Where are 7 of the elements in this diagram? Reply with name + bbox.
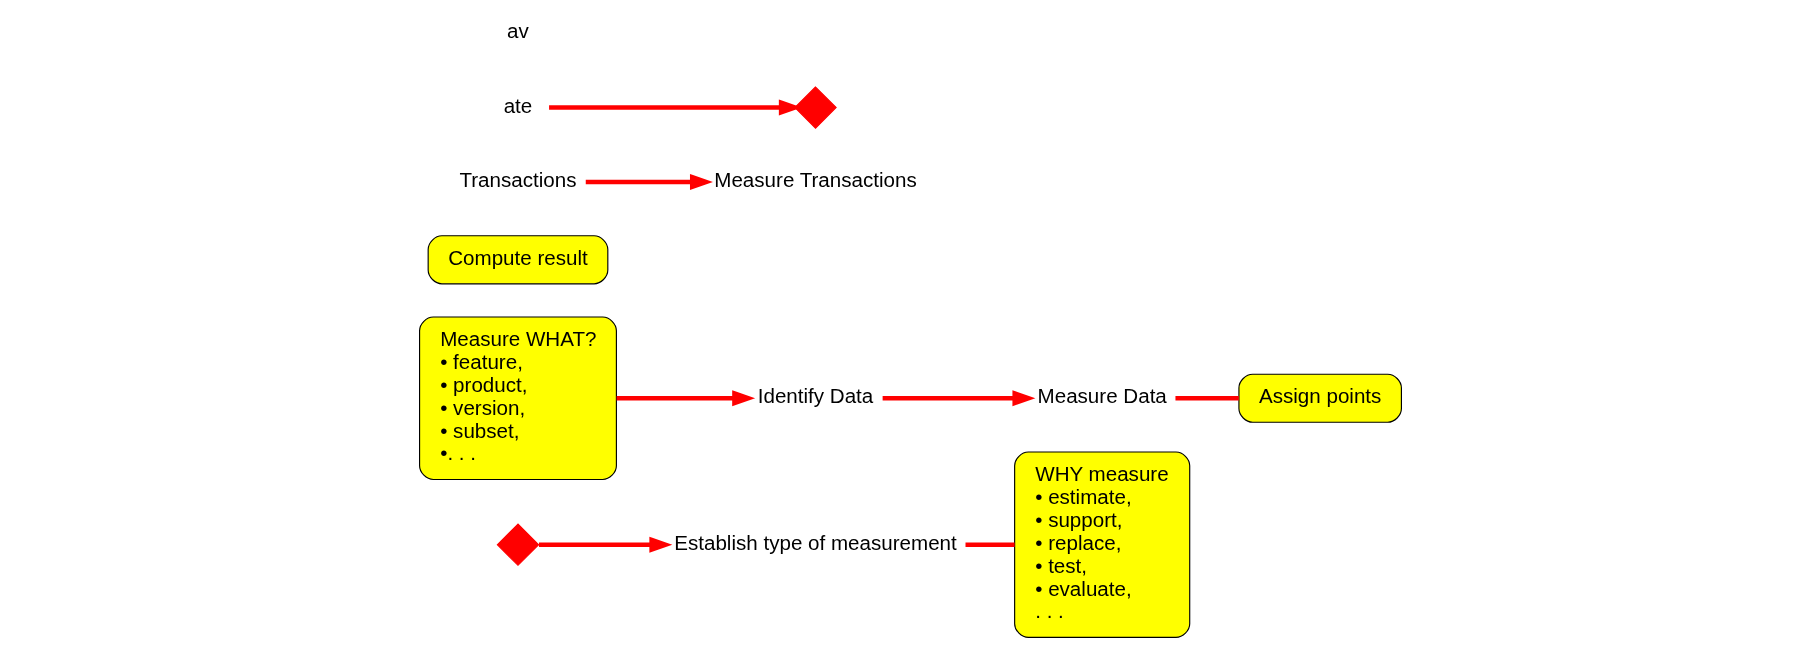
- node-text: ate: [503, 93, 532, 117]
- node-text: Identify Data: [757, 384, 873, 408]
- node-text: Measure Transactions: [713, 167, 917, 191]
- node-text: Establish type of measurement: [673, 530, 957, 554]
- label: av: [506, 19, 529, 43]
- node-text: Measure Data: [1037, 384, 1167, 408]
- node-text: Transactions: [458, 167, 577, 191]
